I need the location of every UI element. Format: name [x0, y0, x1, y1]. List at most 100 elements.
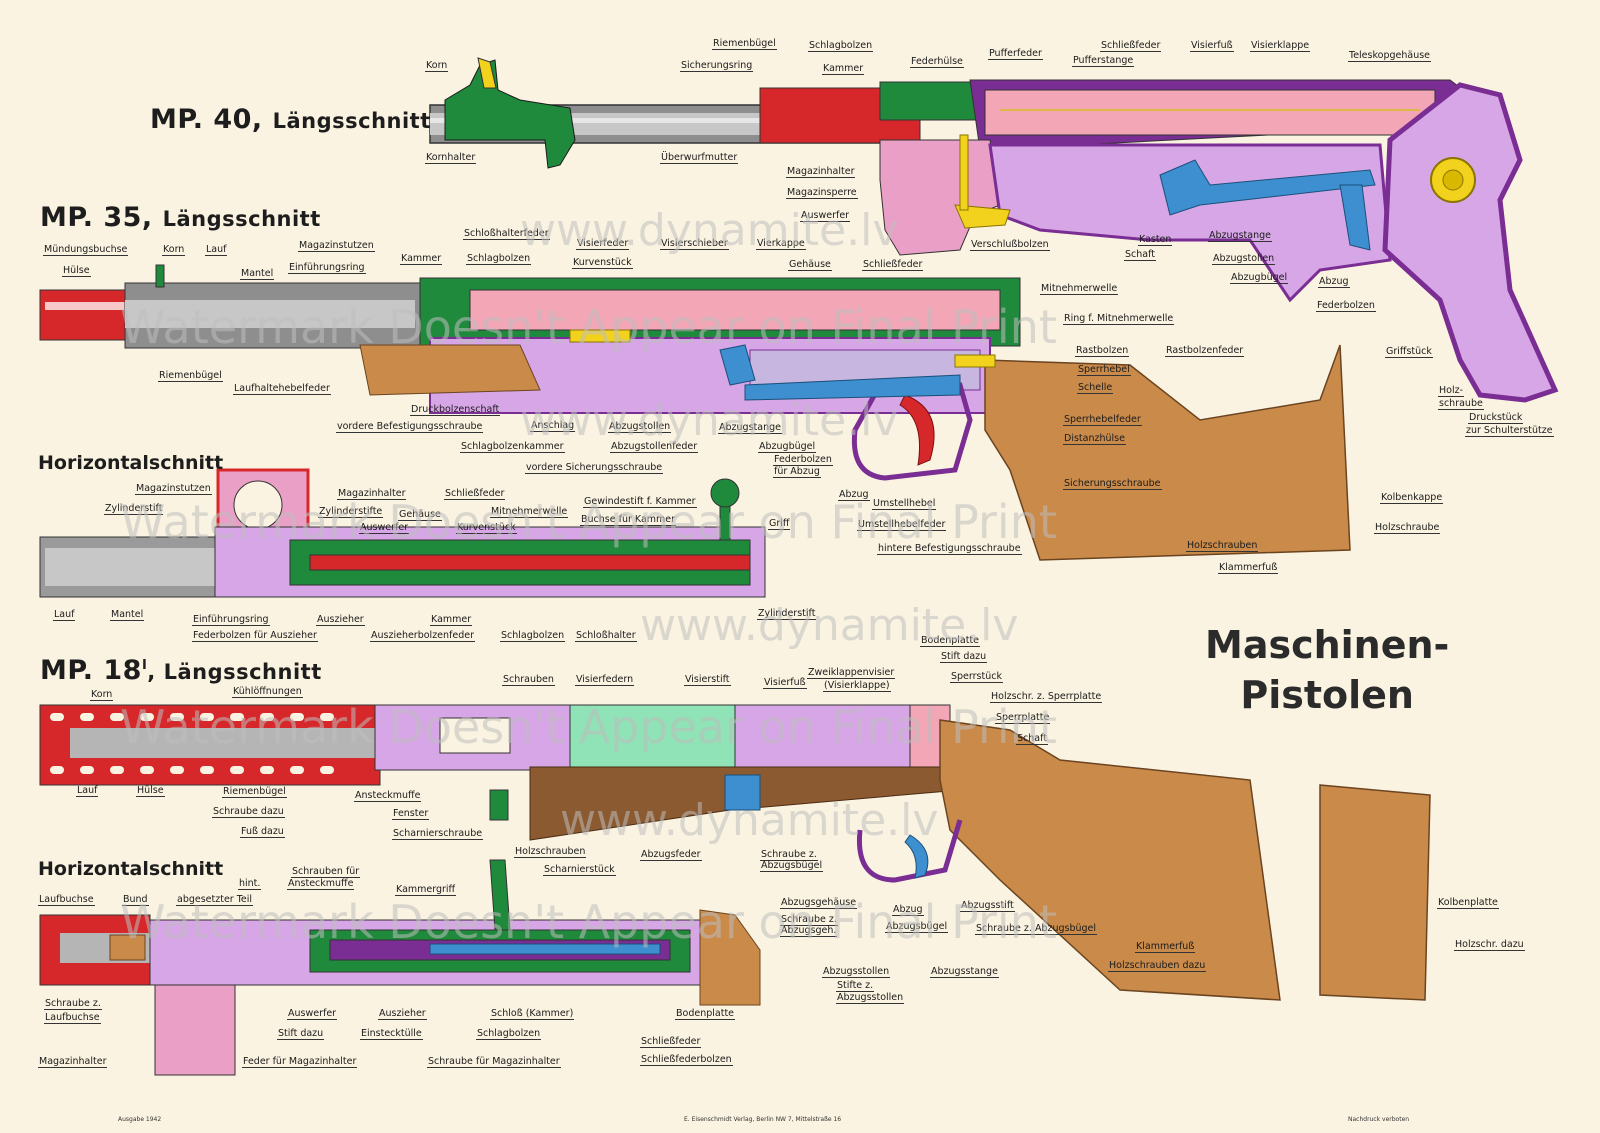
- part-label: Schrauben für: [291, 866, 361, 878]
- part-label: Umstellhebel: [872, 498, 937, 510]
- mp18-sup: I: [141, 658, 148, 673]
- part-label: Federbolzen: [1316, 300, 1376, 312]
- part-label: für Abzug: [773, 466, 821, 478]
- part-label: (Visierklappe): [823, 680, 891, 692]
- part-label: Schraube z.: [760, 849, 818, 861]
- part-label: Auszieher: [378, 1008, 427, 1020]
- part-label: Griff: [768, 518, 791, 530]
- part-label: Feder für Magazinhalter: [242, 1056, 358, 1068]
- part-label: Abzugbügel: [1230, 272, 1289, 284]
- part-label: vordere Sicherungsschraube: [525, 462, 664, 474]
- part-label: Laufbuchse: [38, 894, 95, 906]
- part-label: Pufferstange: [1072, 55, 1135, 67]
- part-label: Schlagbolzen: [500, 630, 566, 642]
- part-label: Visierfeder: [576, 238, 630, 250]
- part-label: Kammer: [400, 253, 443, 265]
- part-label: Riemenbügel: [222, 786, 287, 798]
- part-label: Schraube z.: [780, 914, 838, 926]
- part-label: Holz-: [1438, 385, 1465, 397]
- part-label: Federbolzen: [773, 454, 833, 466]
- part-label: Abzugsgehäuse: [780, 897, 858, 909]
- part-label: Distanzhülse: [1063, 433, 1126, 445]
- part-label: Visierstift: [684, 674, 731, 686]
- part-label: Visierklappe: [1250, 40, 1311, 52]
- part-label: Zylinderstift: [104, 503, 164, 515]
- part-label: Holzschr. dazu: [1454, 939, 1525, 951]
- part-label: Lauf: [53, 609, 76, 621]
- part-label: Druckbolzenschaft: [410, 404, 501, 416]
- part-label: Rastbolzen: [1075, 345, 1130, 357]
- part-label: Abzug: [838, 489, 870, 501]
- part-label: Magazinhalter: [337, 488, 407, 500]
- part-label: Auswerfer: [359, 522, 410, 534]
- part-label: Einführungsring: [288, 262, 366, 274]
- mp35-suffix: Längsschnitt: [162, 207, 321, 231]
- part-label: Gehäuse: [398, 509, 442, 521]
- part-label: Kolbenplatte: [1437, 897, 1499, 909]
- part-label: Auszieherbolzenfeder: [370, 630, 476, 642]
- mp18-horizontal-title: Horizontalschnitt: [38, 858, 224, 880]
- part-label: Mitnehmerwelle: [1040, 283, 1119, 295]
- part-label: Klammerfuß: [1218, 562, 1279, 574]
- part-label: Schlagbolzenkammer: [460, 441, 565, 453]
- part-label: Mantel: [110, 609, 145, 621]
- part-label: Umstellhebelfeder: [857, 519, 947, 531]
- part-label: Kammer: [430, 614, 473, 626]
- part-label: Kurvenstück: [572, 257, 633, 269]
- part-label: Schraube für Magazinhalter: [427, 1056, 561, 1068]
- part-label: Schließfeder: [444, 488, 506, 500]
- part-label: Abzugstollenfeder: [610, 441, 699, 453]
- part-label: Teleskopgehäuse: [1348, 50, 1432, 62]
- part-label: Kühlöffnungen: [232, 686, 303, 698]
- part-label: Mitnehmerwelle: [490, 506, 569, 518]
- part-label: Abzugstollen: [1212, 253, 1276, 265]
- part-label: Laufbuchse: [44, 1012, 101, 1024]
- part-label: Visierfedern: [575, 674, 635, 686]
- part-label: Gehäuse: [788, 259, 832, 271]
- mp18-prefix: MP. 18: [40, 655, 142, 686]
- main-title-line-2: Pistolen: [1240, 673, 1414, 717]
- part-label: Sperrhebelfeder: [1063, 414, 1142, 426]
- part-label: Überwurfmutter: [660, 152, 739, 164]
- mp40-prefix: MP. 40,: [150, 104, 263, 135]
- part-label: Einstecktülle: [360, 1028, 423, 1040]
- part-label: Abzugstange: [1208, 230, 1272, 242]
- part-label: Schaft: [1016, 733, 1048, 745]
- part-label: Zweiklappenvisier: [807, 667, 896, 679]
- part-label: Schloßhalter: [575, 630, 637, 642]
- part-label: Riemenbügel: [712, 38, 777, 50]
- part-label: Laufhaltehebelfeder: [233, 383, 331, 395]
- part-label: Abzugbügel: [758, 441, 817, 453]
- part-label: Abzug: [892, 904, 924, 916]
- part-label: Schließfeder: [640, 1036, 702, 1048]
- part-label: Magazinhalter: [786, 166, 856, 178]
- part-label: Schließfeder: [1100, 40, 1162, 52]
- part-label: Schloßhalterfeder: [463, 228, 550, 240]
- part-label: Visierfuß: [763, 677, 807, 689]
- part-label: Bund: [122, 894, 149, 906]
- part-label: Griffstück: [1385, 346, 1433, 358]
- part-label: Korn: [90, 689, 114, 701]
- part-label: Kasten: [1138, 234, 1173, 246]
- part-label: Sperrplatte: [995, 712, 1051, 724]
- part-label: Kammer: [822, 63, 865, 75]
- part-label: vordere Befestigungsschraube: [336, 421, 484, 433]
- part-label: Druckstück: [1468, 412, 1524, 424]
- part-label: Federbolzen für Auszieher: [192, 630, 318, 642]
- part-label: Stift dazu: [277, 1028, 325, 1040]
- part-label: Klammerfuß: [1135, 941, 1196, 953]
- footer-publisher: E. Eisenschmidt Verlag, Berlin NW 7, Mit…: [684, 1116, 842, 1123]
- part-label: Schrauben: [502, 674, 555, 686]
- part-label: Holzschraube: [1374, 522, 1441, 534]
- part-label: Rastbolzenfeder: [1165, 345, 1245, 357]
- part-label: Visierfuß: [1190, 40, 1234, 52]
- part-label: Abzug: [1318, 276, 1350, 288]
- part-label: Bodenplatte: [920, 635, 981, 647]
- mp35-title: MP. 35, Längsschnitt: [40, 202, 321, 233]
- part-label: Abzugsgeh.: [780, 925, 838, 937]
- mp18-drawing: [39, 704, 1431, 1001]
- mp35-horizontal-drawing: [39, 468, 766, 598]
- part-label: Abzugsfeder: [640, 849, 702, 861]
